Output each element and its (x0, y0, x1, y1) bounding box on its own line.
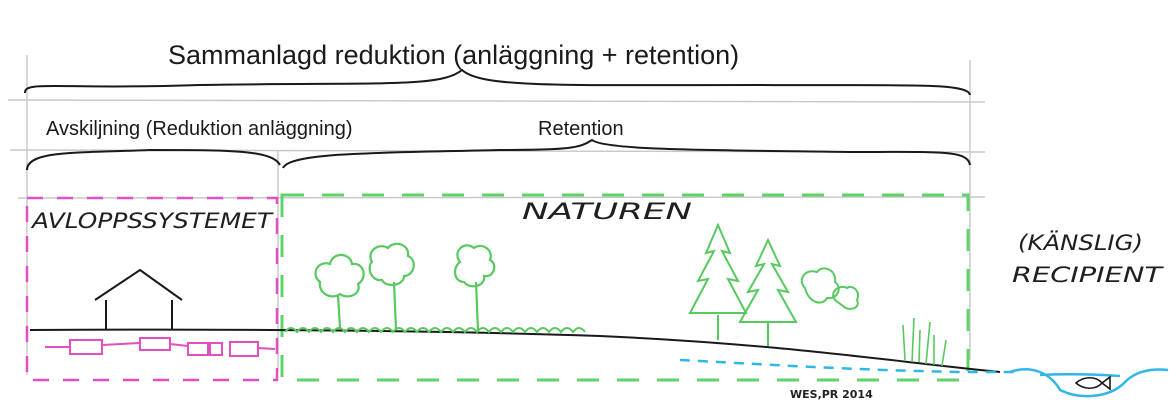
groundwater-flow (679, 358, 1015, 374)
sewer-system-box (25, 196, 279, 382)
nature-label: NATUREN (522, 200, 692, 225)
recipient-lake-icon (1009, 368, 1169, 398)
fish-icon (1074, 375, 1111, 391)
house-icon (94, 268, 183, 330)
total-reduction-label: Sammanlagd reduktion (anläggning + reten… (168, 40, 739, 70)
septic-tank-icons (45, 337, 276, 357)
nature-box (280, 193, 970, 382)
separation-brace (26, 148, 281, 171)
conifer-tree-icons (688, 222, 859, 346)
ground-line (29, 328, 1001, 373)
recipient-label-line2: RECIPIENT (1012, 263, 1165, 287)
retention-brace (282, 138, 971, 169)
retention-label: Retention (538, 118, 624, 140)
reed-icons (902, 317, 947, 367)
total-brace (23, 68, 971, 96)
sewer-system-label: AVLOPPSSYSTEMET (30, 209, 275, 233)
ground-vegetation (284, 327, 586, 334)
deciduous-tree-icons (314, 242, 496, 331)
recipient-label-line1: (KÄNSLIG) (1018, 230, 1143, 255)
artist-signature: WES,PR 2014 (790, 388, 873, 401)
separation-label: Avskiljning (Reduktion anläggning) (46, 118, 352, 140)
